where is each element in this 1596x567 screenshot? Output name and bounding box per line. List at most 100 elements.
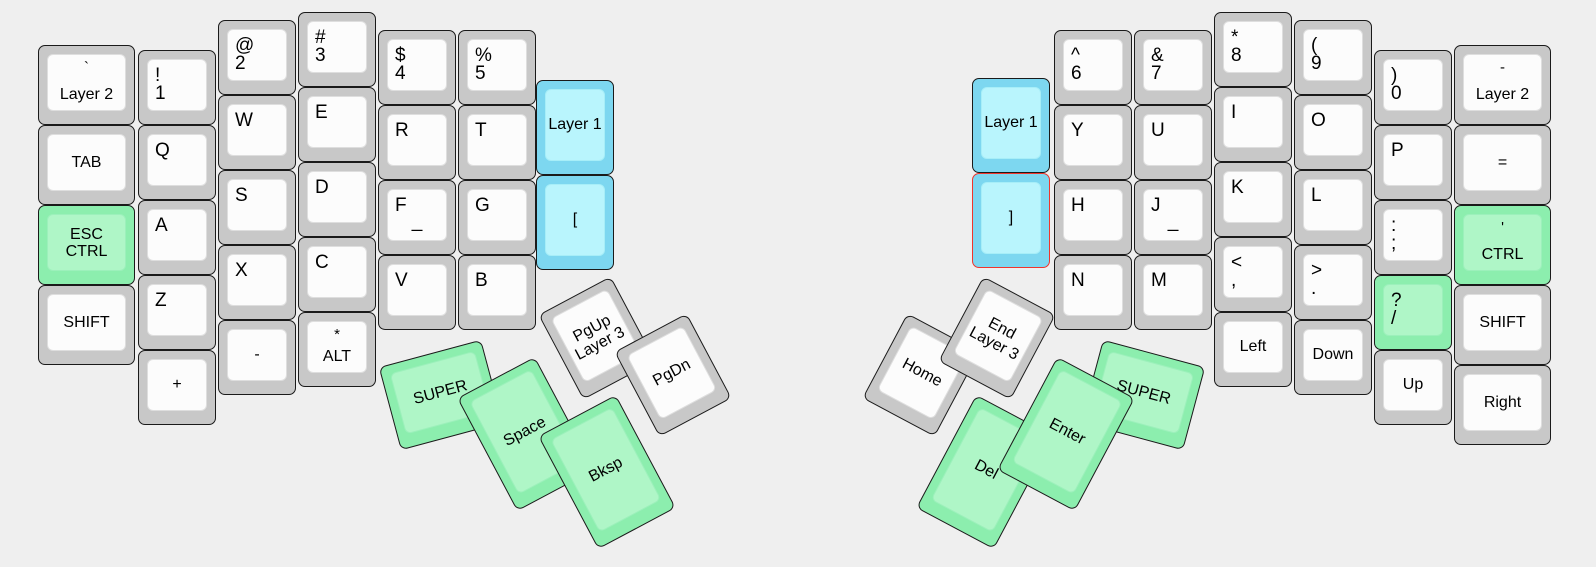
key-v[interactable]: V [378, 255, 456, 330]
key-3-hash[interactable]: #3 [298, 12, 376, 87]
key-bracket-right[interactable]: ] [972, 173, 1050, 268]
keycap-legend-base: V [395, 270, 408, 291]
key-k[interactable]: K [1214, 162, 1292, 237]
key-x[interactable]: X [218, 245, 296, 320]
keycap-legend-base: O [1311, 110, 1326, 131]
keycap-legend-main: ] [1008, 209, 1014, 226]
keycap-legend-base: W [235, 110, 253, 131]
key-u[interactable]: U [1134, 105, 1212, 180]
keycap-surface: E [307, 96, 367, 148]
key-layer1-left[interactable]: Layer 1 [536, 80, 614, 175]
key-4-dollar[interactable]: $4 [378, 30, 456, 105]
keycap-surface: Left [1223, 321, 1283, 373]
keycap-legend-base: 5 [475, 63, 486, 84]
keycap-surface: D [307, 171, 367, 223]
key-bracket-left[interactable]: [ [536, 175, 614, 270]
keycap-surface: Z [147, 284, 207, 336]
key-p[interactable]: P [1374, 125, 1452, 200]
keycap-surface: A [147, 209, 207, 261]
keycap-legend-line1: ESC [70, 225, 103, 243]
keycap-surface: ^6 [1063, 39, 1123, 91]
key-i[interactable]: I [1214, 87, 1292, 162]
key-up[interactable]: Up [1374, 350, 1452, 425]
key-grave-layer2[interactable]: `Layer 2 [38, 45, 135, 125]
key-semicolon[interactable]: :; [1374, 200, 1452, 275]
keycap-legend-main: ALT [322, 348, 352, 365]
key-f[interactable]: F_ [378, 180, 456, 255]
key-8-star[interactable]: *8 [1214, 12, 1292, 87]
key-5-percent[interactable]: %5 [458, 30, 536, 105]
keycap-legend-shifted: % [475, 45, 492, 66]
keycap-legend-base: 2 [235, 53, 246, 74]
key-tab[interactable]: TAB [38, 125, 135, 205]
key-7-amp[interactable]: &7 [1134, 30, 1212, 105]
keycap-legend-base: P [1391, 140, 1404, 161]
key-m[interactable]: M [1134, 255, 1212, 330]
keycap-legend-base: H [1071, 195, 1085, 216]
keycap-legend-main: = [1497, 153, 1508, 171]
keycap-surface: - [227, 329, 287, 381]
key-h[interactable]: H [1054, 180, 1132, 255]
key-e[interactable]: E [298, 87, 376, 162]
key-9-lparen[interactable]: (9 [1294, 20, 1372, 95]
key-n[interactable]: N [1054, 255, 1132, 330]
key-a[interactable]: A [138, 200, 216, 275]
key-0-rparen[interactable]: )0 [1374, 50, 1452, 125]
keycap-legend-base: N [1071, 270, 1085, 291]
key-right[interactable]: Right [1454, 365, 1551, 445]
key-j[interactable]: J_ [1134, 180, 1212, 255]
key-1-bang[interactable]: !1 [138, 50, 216, 125]
key-layer1-right[interactable]: Layer 1 [972, 78, 1050, 173]
keycap-legend-shifted: & [1151, 45, 1164, 66]
key-shift-right[interactable]: SHIFT [1454, 285, 1551, 365]
key-down[interactable]: Down [1294, 320, 1372, 395]
key-s[interactable]: S [218, 170, 296, 245]
keycap-legend-base: 6 [1071, 63, 1082, 84]
keycap-legend-base: U [1151, 120, 1165, 141]
keycap-surface: >. [1303, 254, 1363, 306]
key-plus[interactable]: + [138, 350, 216, 425]
key-l[interactable]: L [1294, 170, 1372, 245]
key-z[interactable]: Z [138, 275, 216, 350]
key-slash-question[interactable]: ?/ [1374, 275, 1452, 350]
keycap-surface: W [227, 104, 287, 156]
keycap-legend-base: 9 [1311, 53, 1322, 74]
keycap-legend-main: + [172, 376, 182, 393]
keycap-surface: !1 [147, 59, 207, 111]
key-2-at[interactable]: @2 [218, 20, 296, 95]
keycap-legend-main: SHIFT [63, 313, 110, 331]
key-alt[interactable]: *ALT [298, 312, 376, 387]
keycap-legend-base: X [235, 260, 248, 281]
key-b[interactable]: B [458, 255, 536, 330]
keycap-legend-main: Enter [1046, 414, 1089, 448]
keycap-surface: K [1223, 171, 1283, 223]
key-minus[interactable]: - [218, 320, 296, 395]
key-shift-left[interactable]: SHIFT [38, 285, 135, 365]
key-left[interactable]: Left [1214, 312, 1292, 387]
key-equals[interactable]: = [1454, 125, 1551, 205]
key-r[interactable]: R [378, 105, 456, 180]
key-comma-lt[interactable]: <, [1214, 237, 1292, 312]
key-g[interactable]: G [458, 180, 536, 255]
key-t[interactable]: T [458, 105, 536, 180]
keycap-legend-base: K [1231, 177, 1244, 198]
key-period-gt[interactable]: >. [1294, 245, 1372, 320]
keycap-legend-base: / [1391, 308, 1397, 329]
key-6-caret[interactable]: ^6 [1054, 30, 1132, 105]
keycap-legend-base: 7 [1151, 63, 1162, 84]
key-y[interactable]: Y [1054, 105, 1132, 180]
key-q[interactable]: Q [138, 125, 216, 200]
keycap-legend-base: Z [155, 290, 167, 311]
keycap-legend-base: I [1231, 102, 1237, 123]
keycap-surface: V [387, 264, 447, 316]
keycap-legend-base: 3 [315, 45, 326, 66]
key-w[interactable]: W [218, 95, 296, 170]
key-c[interactable]: C [298, 237, 376, 312]
keycap-surface: C [307, 246, 367, 298]
key-minus-layer2[interactable]: -Layer 2 [1454, 45, 1551, 125]
key-quote-ctrl[interactable]: 'CTRL [1454, 205, 1551, 285]
key-d[interactable]: D [298, 162, 376, 237]
key-o[interactable]: O [1294, 95, 1372, 170]
